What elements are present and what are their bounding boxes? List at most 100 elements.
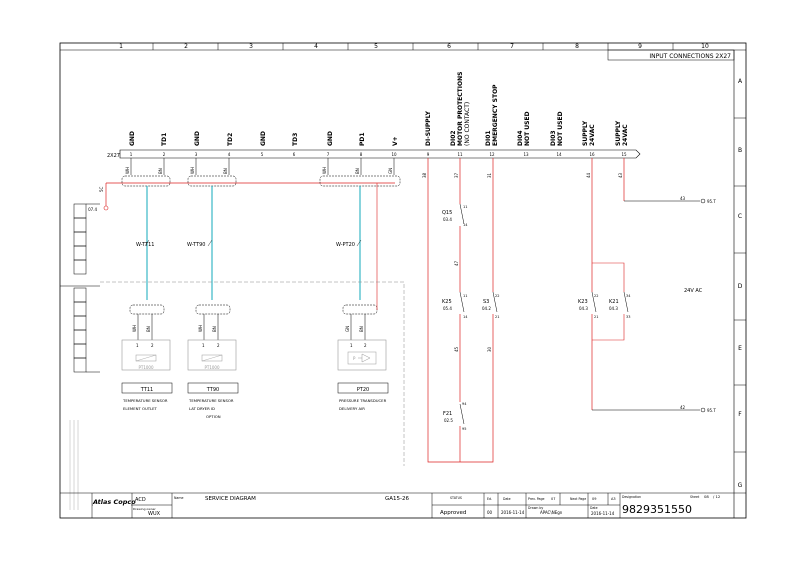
terminal-label-14a: DI03 xyxy=(550,130,557,146)
wire-bn-1b: BN xyxy=(146,326,151,332)
wire-bn-1: BN xyxy=(158,168,163,174)
row-c: C xyxy=(738,213,742,220)
cable-w-tt11: W-TT11 xyxy=(136,242,154,248)
sensor-tt90-pin2: 2 xyxy=(217,343,220,348)
terminal-num-3: 3 xyxy=(195,152,198,157)
tb-date2: 2016-11-14 xyxy=(591,511,615,516)
tb-acd: ACD xyxy=(135,497,146,503)
margin-notes xyxy=(69,420,79,510)
column-header: 1 2 3 4 5 6 7 8 9 10 xyxy=(119,43,709,50)
terminal-label-9: DI-SUPPLY xyxy=(425,110,432,146)
wire-44: 44 xyxy=(586,172,591,178)
wire-42: 42 xyxy=(680,405,686,410)
terminal-num-14: 14 xyxy=(556,152,562,157)
terminal-num-16: 16 xyxy=(589,152,595,157)
sheet-frame xyxy=(59,42,747,519)
terminal-strip-label: 2X27 xyxy=(107,153,120,159)
k21-ref: 04.3 xyxy=(609,306,618,311)
s3-label: S3 xyxy=(483,299,489,305)
terminal-num-6: 6 xyxy=(293,152,296,157)
col-6: 6 xyxy=(447,43,451,50)
terminal-num-10: 10 xyxy=(391,152,397,157)
terminal-num-12: 12 xyxy=(489,152,495,157)
terminal-label-12b: EMERGENCY STOP xyxy=(492,84,499,146)
sensor-tt90-pin1: 1 xyxy=(202,343,205,348)
tb-prev-page-label: Prev. Page xyxy=(528,497,544,501)
row-f: F xyxy=(738,411,742,418)
ref-95t-bottom: 95.T xyxy=(707,408,716,413)
cable-tt11: WH BN W-TT11 WH BN xyxy=(121,158,171,340)
tb-sheet-total: / 12 xyxy=(713,494,721,499)
tb-size: A3 xyxy=(611,497,616,501)
sensor-pt20-desc1: PRESSURE TRANSDUCER xyxy=(339,398,387,403)
terminal-label-8: PD1 xyxy=(359,132,366,146)
tb-drawing-owner: WUX xyxy=(148,511,161,517)
cable-pt20: WH BN GN W-PT20 GN BN xyxy=(319,158,401,340)
wire-47: 47 xyxy=(454,260,459,266)
tb-designation: 9829351550 xyxy=(622,503,692,516)
terminal-num-2: 2 xyxy=(163,152,166,157)
terminal-label-13a: DI04 xyxy=(517,130,524,146)
col-2: 2 xyxy=(184,43,188,50)
wire-gn-3: GN xyxy=(388,168,393,174)
s3-pin22: 22 xyxy=(495,294,499,298)
row-a: A xyxy=(738,78,743,85)
column-ticks xyxy=(152,43,674,50)
sensor-pt20-desc2: DELIVERY AIR xyxy=(339,406,365,411)
page-title: INPUT CONNECTIONS 2X27 xyxy=(649,53,731,60)
tb-designation-label: Designation xyxy=(622,495,641,499)
col-8: 8 xyxy=(575,43,579,50)
terminal-label-13b: NOT USED xyxy=(524,111,531,146)
logo-text: Atlas Copco xyxy=(92,498,136,506)
col-10: 10 xyxy=(701,43,709,50)
terminal-num-1: 1 xyxy=(130,152,133,157)
terminal-label-6: TD3 xyxy=(292,133,299,146)
tb-drawn: APAC\NEgn xyxy=(540,510,563,515)
tb-name: SERVICE DIAGRAM xyxy=(205,496,256,502)
wire-30: 30 xyxy=(487,346,492,352)
k25-pin11: 11 xyxy=(463,294,467,298)
terminal-num-13: 13 xyxy=(523,152,529,157)
f21-ref: 02.5 xyxy=(444,418,453,423)
row-d: D xyxy=(738,283,743,290)
k21-label: K21 xyxy=(609,299,619,305)
col-7: 7 xyxy=(510,43,514,50)
tb-drawing-owner-label: Drawing owner xyxy=(133,507,156,511)
sensor-pt20-pin1: 1 xyxy=(350,343,353,348)
terminal-num-4: 4 xyxy=(228,152,231,157)
terminal-label-4: TD2 xyxy=(227,133,234,146)
k25-label: K25 xyxy=(442,299,452,305)
wire-wh-2: WH xyxy=(190,167,195,174)
sensor-tt90-desc2: LAT DRYER ID xyxy=(189,406,215,411)
sensor-tt90-id: TT90 xyxy=(206,387,219,393)
terminal-label-11b: MOTOR PROTECTIONS xyxy=(457,72,464,146)
sensor-tt11-id: TT11 xyxy=(140,387,153,393)
wire-37: 37 xyxy=(454,172,459,178)
sensor-tt11-pin2: 2 xyxy=(151,343,154,348)
sensor-tt11-pin1: 1 xyxy=(136,343,139,348)
wire-bn-3b: BN xyxy=(359,326,364,332)
terminal-label-15b: 24VAC xyxy=(622,124,629,146)
wire-38: 38 xyxy=(422,172,427,178)
terminal-label-10: V+ xyxy=(392,136,399,146)
tb-date2-label: Date xyxy=(590,506,598,510)
left-margin-boxes xyxy=(60,203,100,373)
k21-pin33: 33 xyxy=(626,315,630,319)
wire-wh-3: WH xyxy=(322,167,327,174)
terminal-num-5: 5 xyxy=(261,152,264,157)
sensor-tt11-model: PT1000 xyxy=(138,365,153,370)
wire-bn-3: BN xyxy=(355,168,360,174)
terminal-numbers: 1 2 3 4 5 6 7 8 10 9 11 12 13 14 16 15 xyxy=(130,152,627,157)
digital-input-circuit: 38 37 31 Q15 03.4 11 14 47 K25 05.4 11 1… xyxy=(422,158,716,463)
terminal-num-11: 11 xyxy=(457,152,463,157)
wire-bn-2b: BN xyxy=(212,326,217,332)
page-title-box xyxy=(607,49,735,61)
k25-pin14: 14 xyxy=(463,315,468,319)
terminal-label-16b: 24VAC xyxy=(589,124,596,146)
col-3: 3 xyxy=(249,43,253,50)
col-5: 5 xyxy=(374,43,378,50)
tb-sheet: 08 xyxy=(704,494,709,499)
k23-label: K23 xyxy=(578,299,588,305)
wire-43v: 43 xyxy=(618,172,623,178)
